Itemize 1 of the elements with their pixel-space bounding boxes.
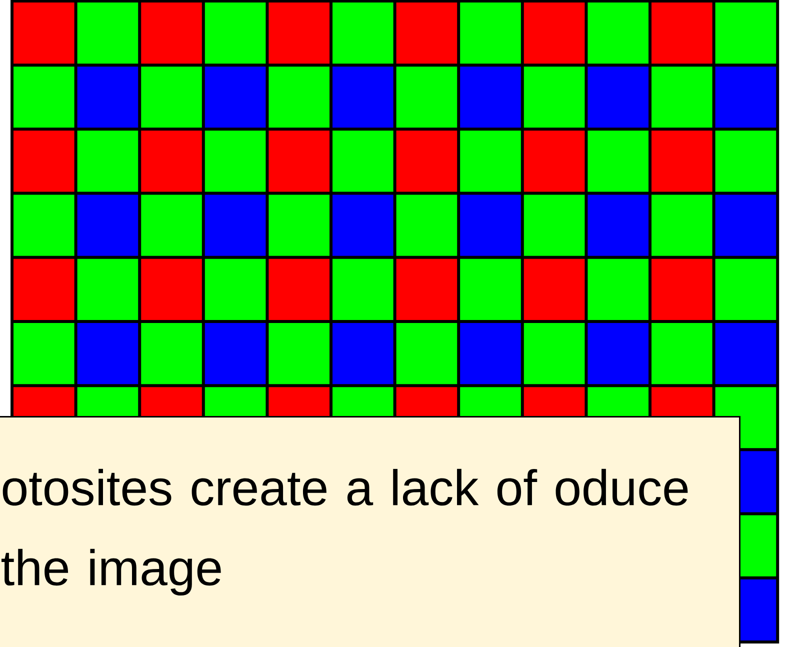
callout-box: otosites create a lack of oduce the image: [0, 416, 740, 647]
